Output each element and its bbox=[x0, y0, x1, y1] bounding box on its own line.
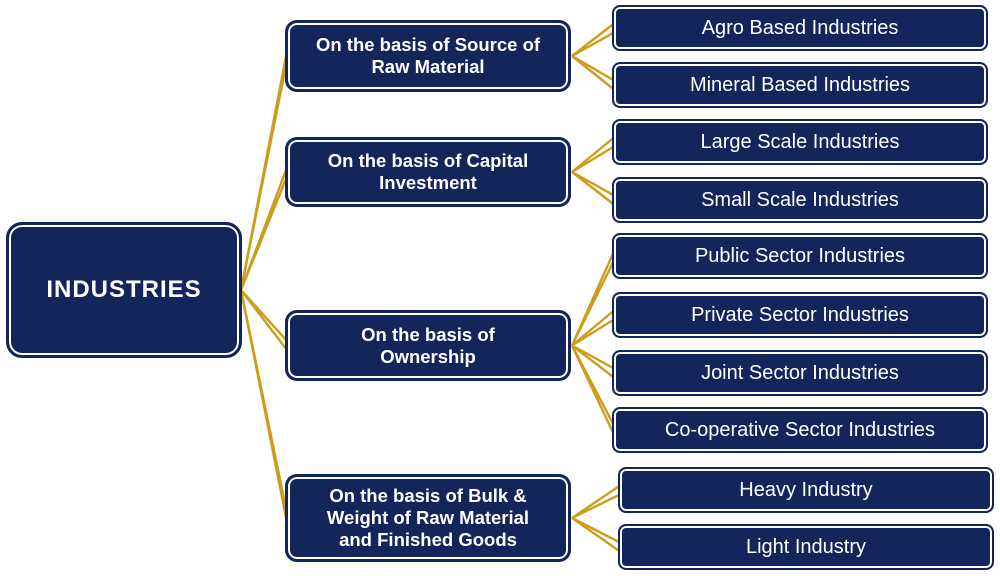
leaf-node-label: Heavy Industry bbox=[739, 479, 873, 501]
connector-category-0-to-leaf-0 bbox=[571, 21, 616, 58]
leaf-node-private-sector-industries: Private Sector Industries bbox=[612, 292, 988, 338]
category-label-line: Raw Material bbox=[371, 56, 485, 77]
category-node-source-of-raw-material: On the basis of Source of Raw Material bbox=[285, 20, 571, 92]
leaf-node-label: Light Industry bbox=[745, 536, 867, 558]
category-node-bulk-and-weight: On the basis of Bulk & Weight of Raw Mat… bbox=[285, 474, 571, 562]
category-node-ownership: On the basis of Ownership bbox=[285, 310, 571, 381]
category-label-line: Weight of Raw Material bbox=[326, 507, 530, 529]
leaf-node-agro-based-industries: Agro Based Industries bbox=[612, 5, 988, 51]
leaf-node-label: Joint Sector Industries bbox=[701, 362, 899, 384]
connector-category-0-to-leaf-1 bbox=[571, 54, 616, 92]
connector-root-to-category-0 bbox=[239, 51, 289, 291]
leaf-node-joint-sector-industries: Joint Sector Industries bbox=[612, 350, 988, 396]
leaf-node-label: Mineral Based Industries bbox=[689, 74, 911, 96]
leaf-node-large-scale-industries: Large Scale Industries bbox=[612, 119, 988, 165]
connector-category-1-to-leaf-1 bbox=[571, 170, 616, 207]
leaf-node-heavy-industry: Heavy Industry bbox=[618, 467, 994, 513]
leaf-node-label: Public Sector Industries bbox=[694, 245, 906, 267]
connector-category-2-to-leaf-1 bbox=[571, 307, 616, 347]
category-label-line: On the basis of Capital bbox=[327, 150, 529, 172]
leaf-node-cooperative-sector-industries: Co-operative Sector Industries bbox=[612, 407, 988, 453]
root-node-industries: INDUSTRIES bbox=[6, 222, 242, 358]
leaf-node-small-scale-industries: Small Scale Industries bbox=[612, 177, 988, 223]
leaf-node-label: Private Sector Industries bbox=[691, 304, 909, 326]
category-label-line: Investment bbox=[379, 172, 477, 193]
leaf-node-label: Agro Based Industries bbox=[701, 17, 899, 39]
connector-root-to-category-3 bbox=[239, 289, 289, 523]
leaf-node-label: Small Scale Industries bbox=[701, 189, 899, 211]
leaf-node-label: Large Scale Industries bbox=[700, 131, 900, 153]
connector-category-3-to-leaf-1 bbox=[571, 516, 622, 554]
category-label-line: On the basis of bbox=[361, 323, 495, 345]
connector-category-1-to-leaf-0 bbox=[571, 134, 616, 174]
category-node-capital-investment: On the basis of Capital Investment bbox=[285, 137, 571, 207]
connector-category-3-to-leaf-0 bbox=[571, 483, 622, 520]
root-node-label: INDUSTRIES bbox=[46, 276, 202, 303]
leaf-node-mineral-based-industries: Mineral Based Industries bbox=[612, 62, 988, 108]
connector-root-to-category-1 bbox=[239, 167, 289, 291]
leaf-node-label: Co-operative Sector Industries bbox=[664, 419, 936, 441]
category-label-line: On the basis of Source of bbox=[315, 34, 541, 56]
category-label-line: On the basis of Bulk & bbox=[329, 485, 527, 507]
category-label-line: Ownership bbox=[380, 345, 476, 367]
leaf-node-public-sector-industries: Public Sector Industries bbox=[612, 233, 988, 279]
category-label-line: and Finished Goods bbox=[339, 528, 517, 550]
leaf-node-light-industry: Light Industry bbox=[618, 524, 994, 570]
